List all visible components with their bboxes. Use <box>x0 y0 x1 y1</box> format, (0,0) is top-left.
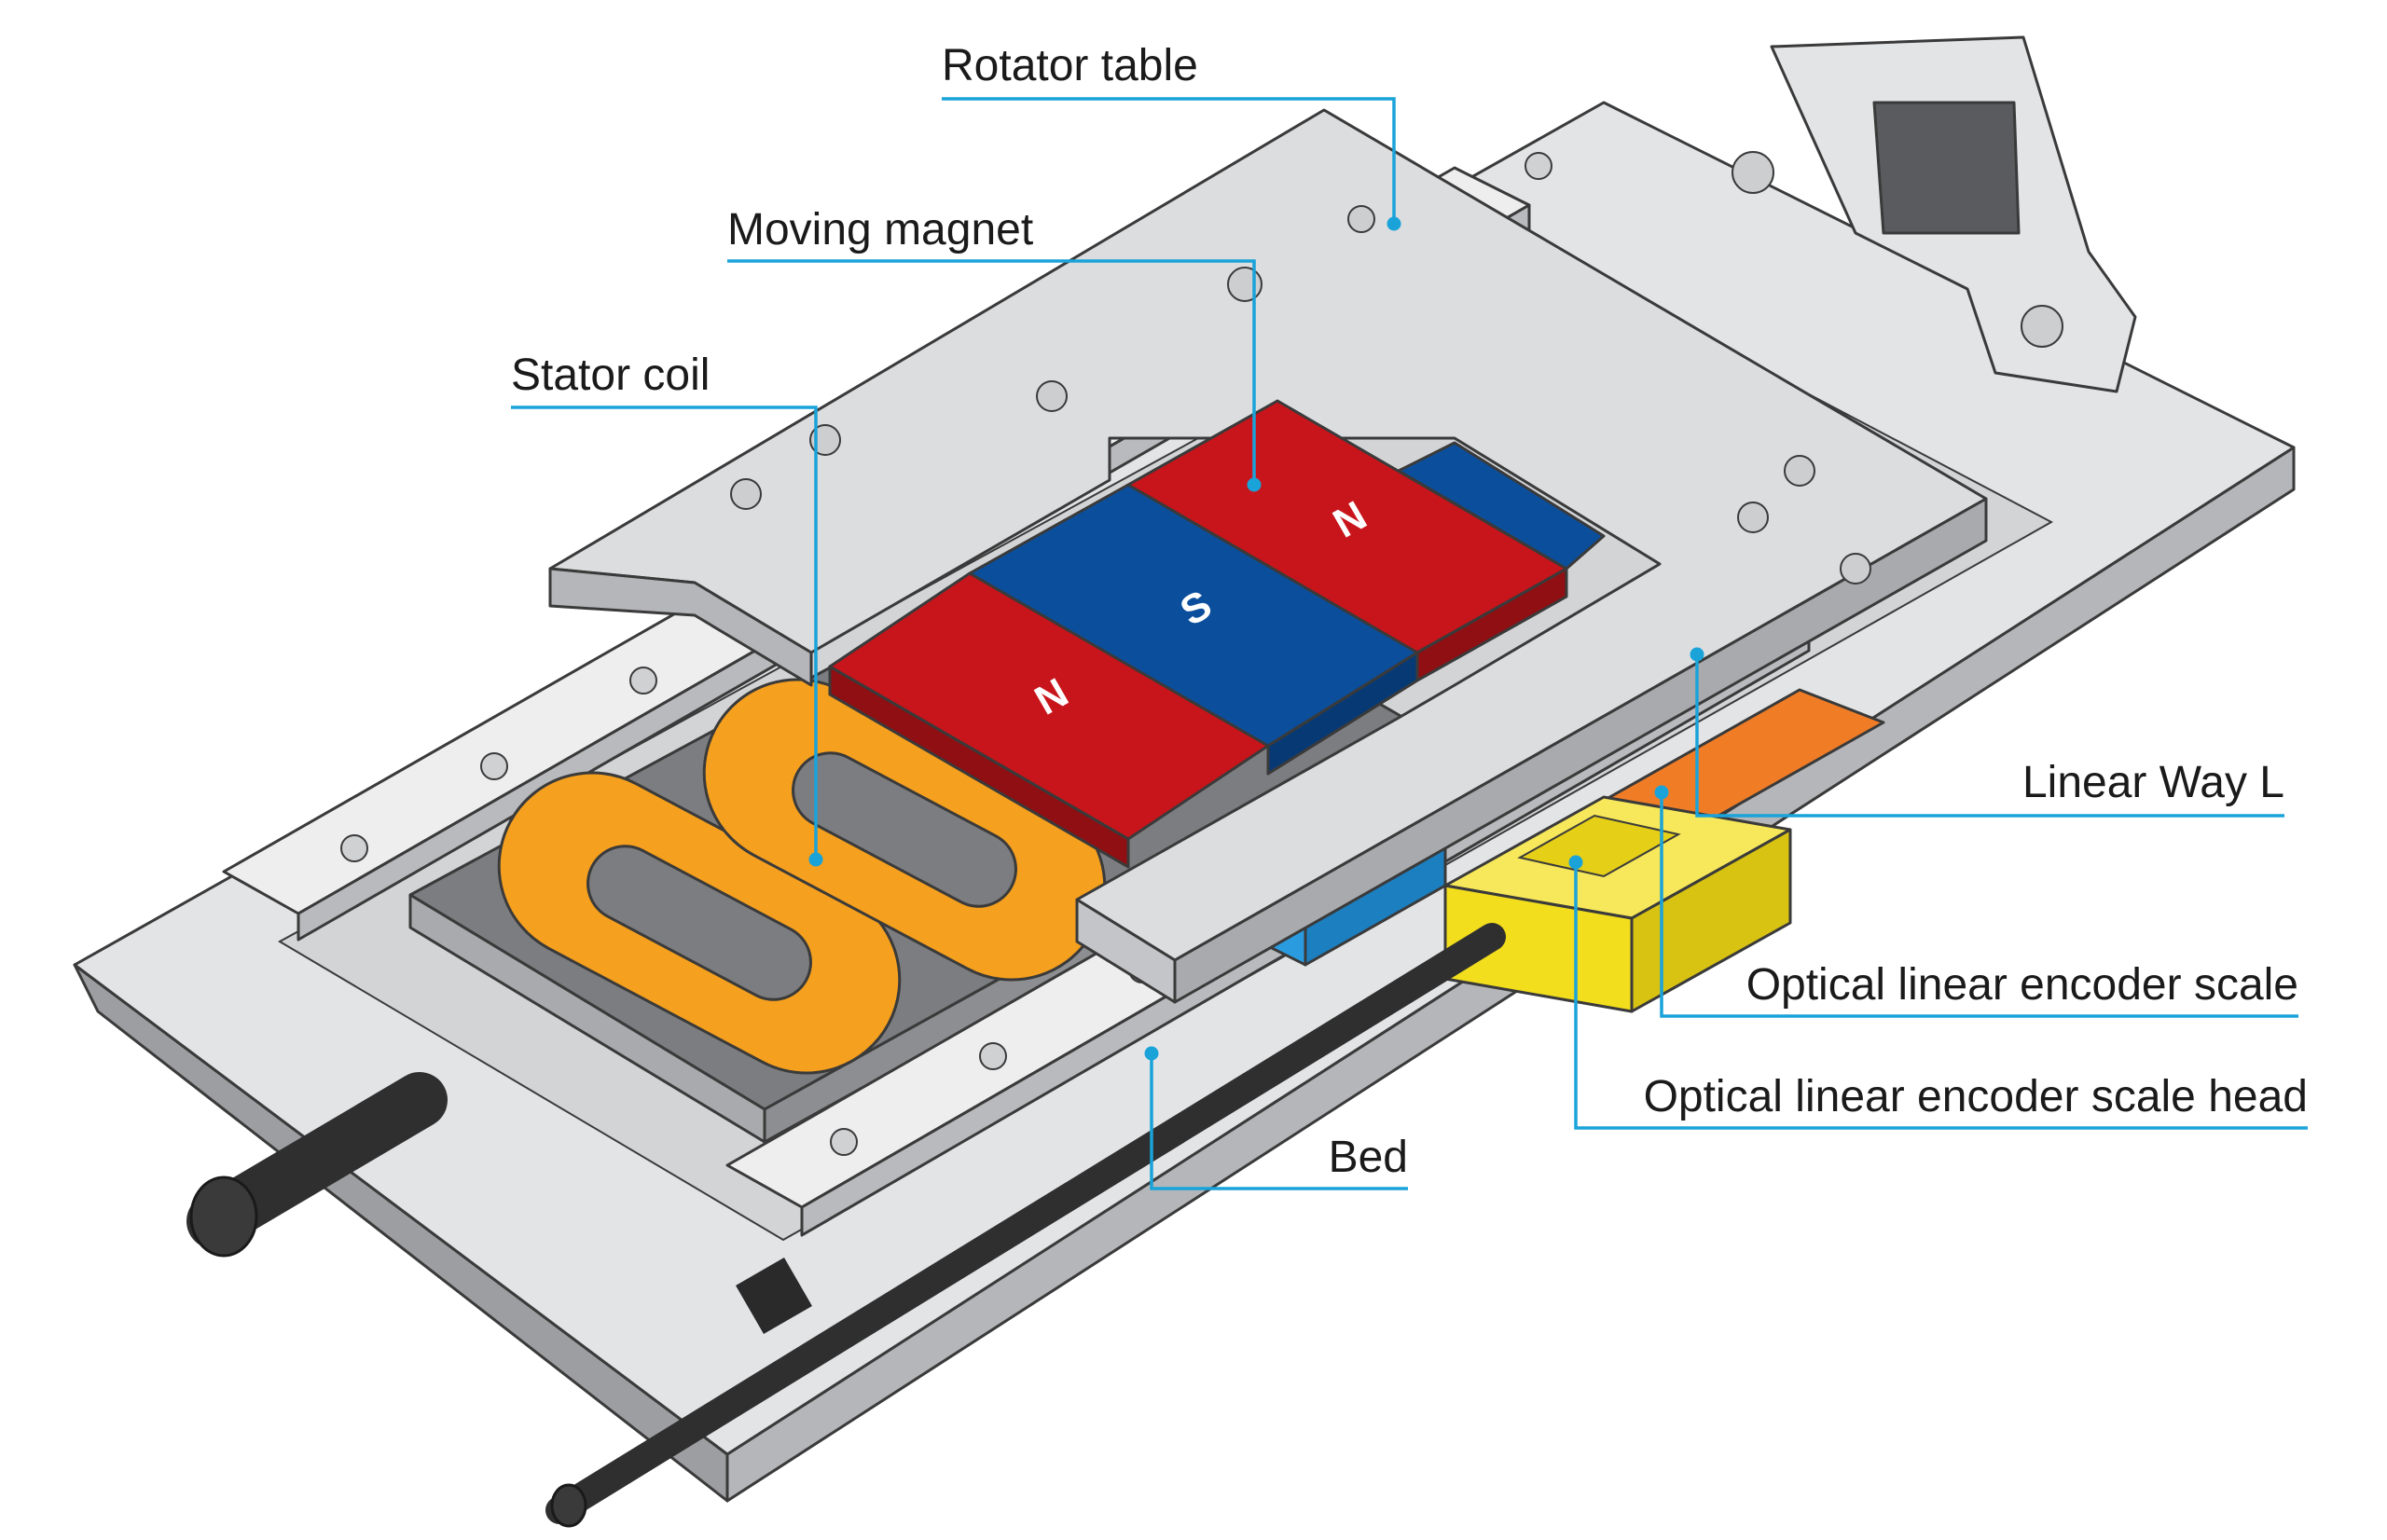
leader-linear-way <box>1695 654 2284 818</box>
stator-coil-group <box>497 678 1107 1075</box>
rear-bracket <box>1732 35 2137 393</box>
front-cable <box>545 923 1506 1524</box>
leader-stator-coil <box>511 406 818 859</box>
leader-bed <box>1150 1053 1408 1190</box>
leader-encoder-head <box>1574 862 2308 1130</box>
leader-rotator-table <box>942 97 1396 224</box>
leader-encoder-scale <box>1660 792 2298 1018</box>
optical-linear-encoder-head <box>1443 795 1792 1013</box>
rotator-table <box>548 108 1988 1004</box>
label-encoder-head: Optical linear encoder scale head <box>1644 1072 2308 1121</box>
label-encoder-scale: Optical linear encoder scale <box>1746 960 2298 1010</box>
label-linear-way: Linear Way L <box>2022 758 2284 807</box>
leader-moving-magnet <box>727 259 1256 485</box>
label-bed: Bed <box>1329 1133 1408 1182</box>
label-rotator-table: Rotator table <box>942 41 1198 90</box>
label-moving-magnet: Moving magnet <box>727 205 1033 254</box>
moving-magnet: N S N <box>828 399 1606 869</box>
labels: Rotator table Moving magnet Stator coil … <box>511 41 2308 1182</box>
cables <box>186 923 1506 1528</box>
leader-lines <box>511 97 2308 1190</box>
label-stator-coil: Stator coil <box>511 351 710 400</box>
